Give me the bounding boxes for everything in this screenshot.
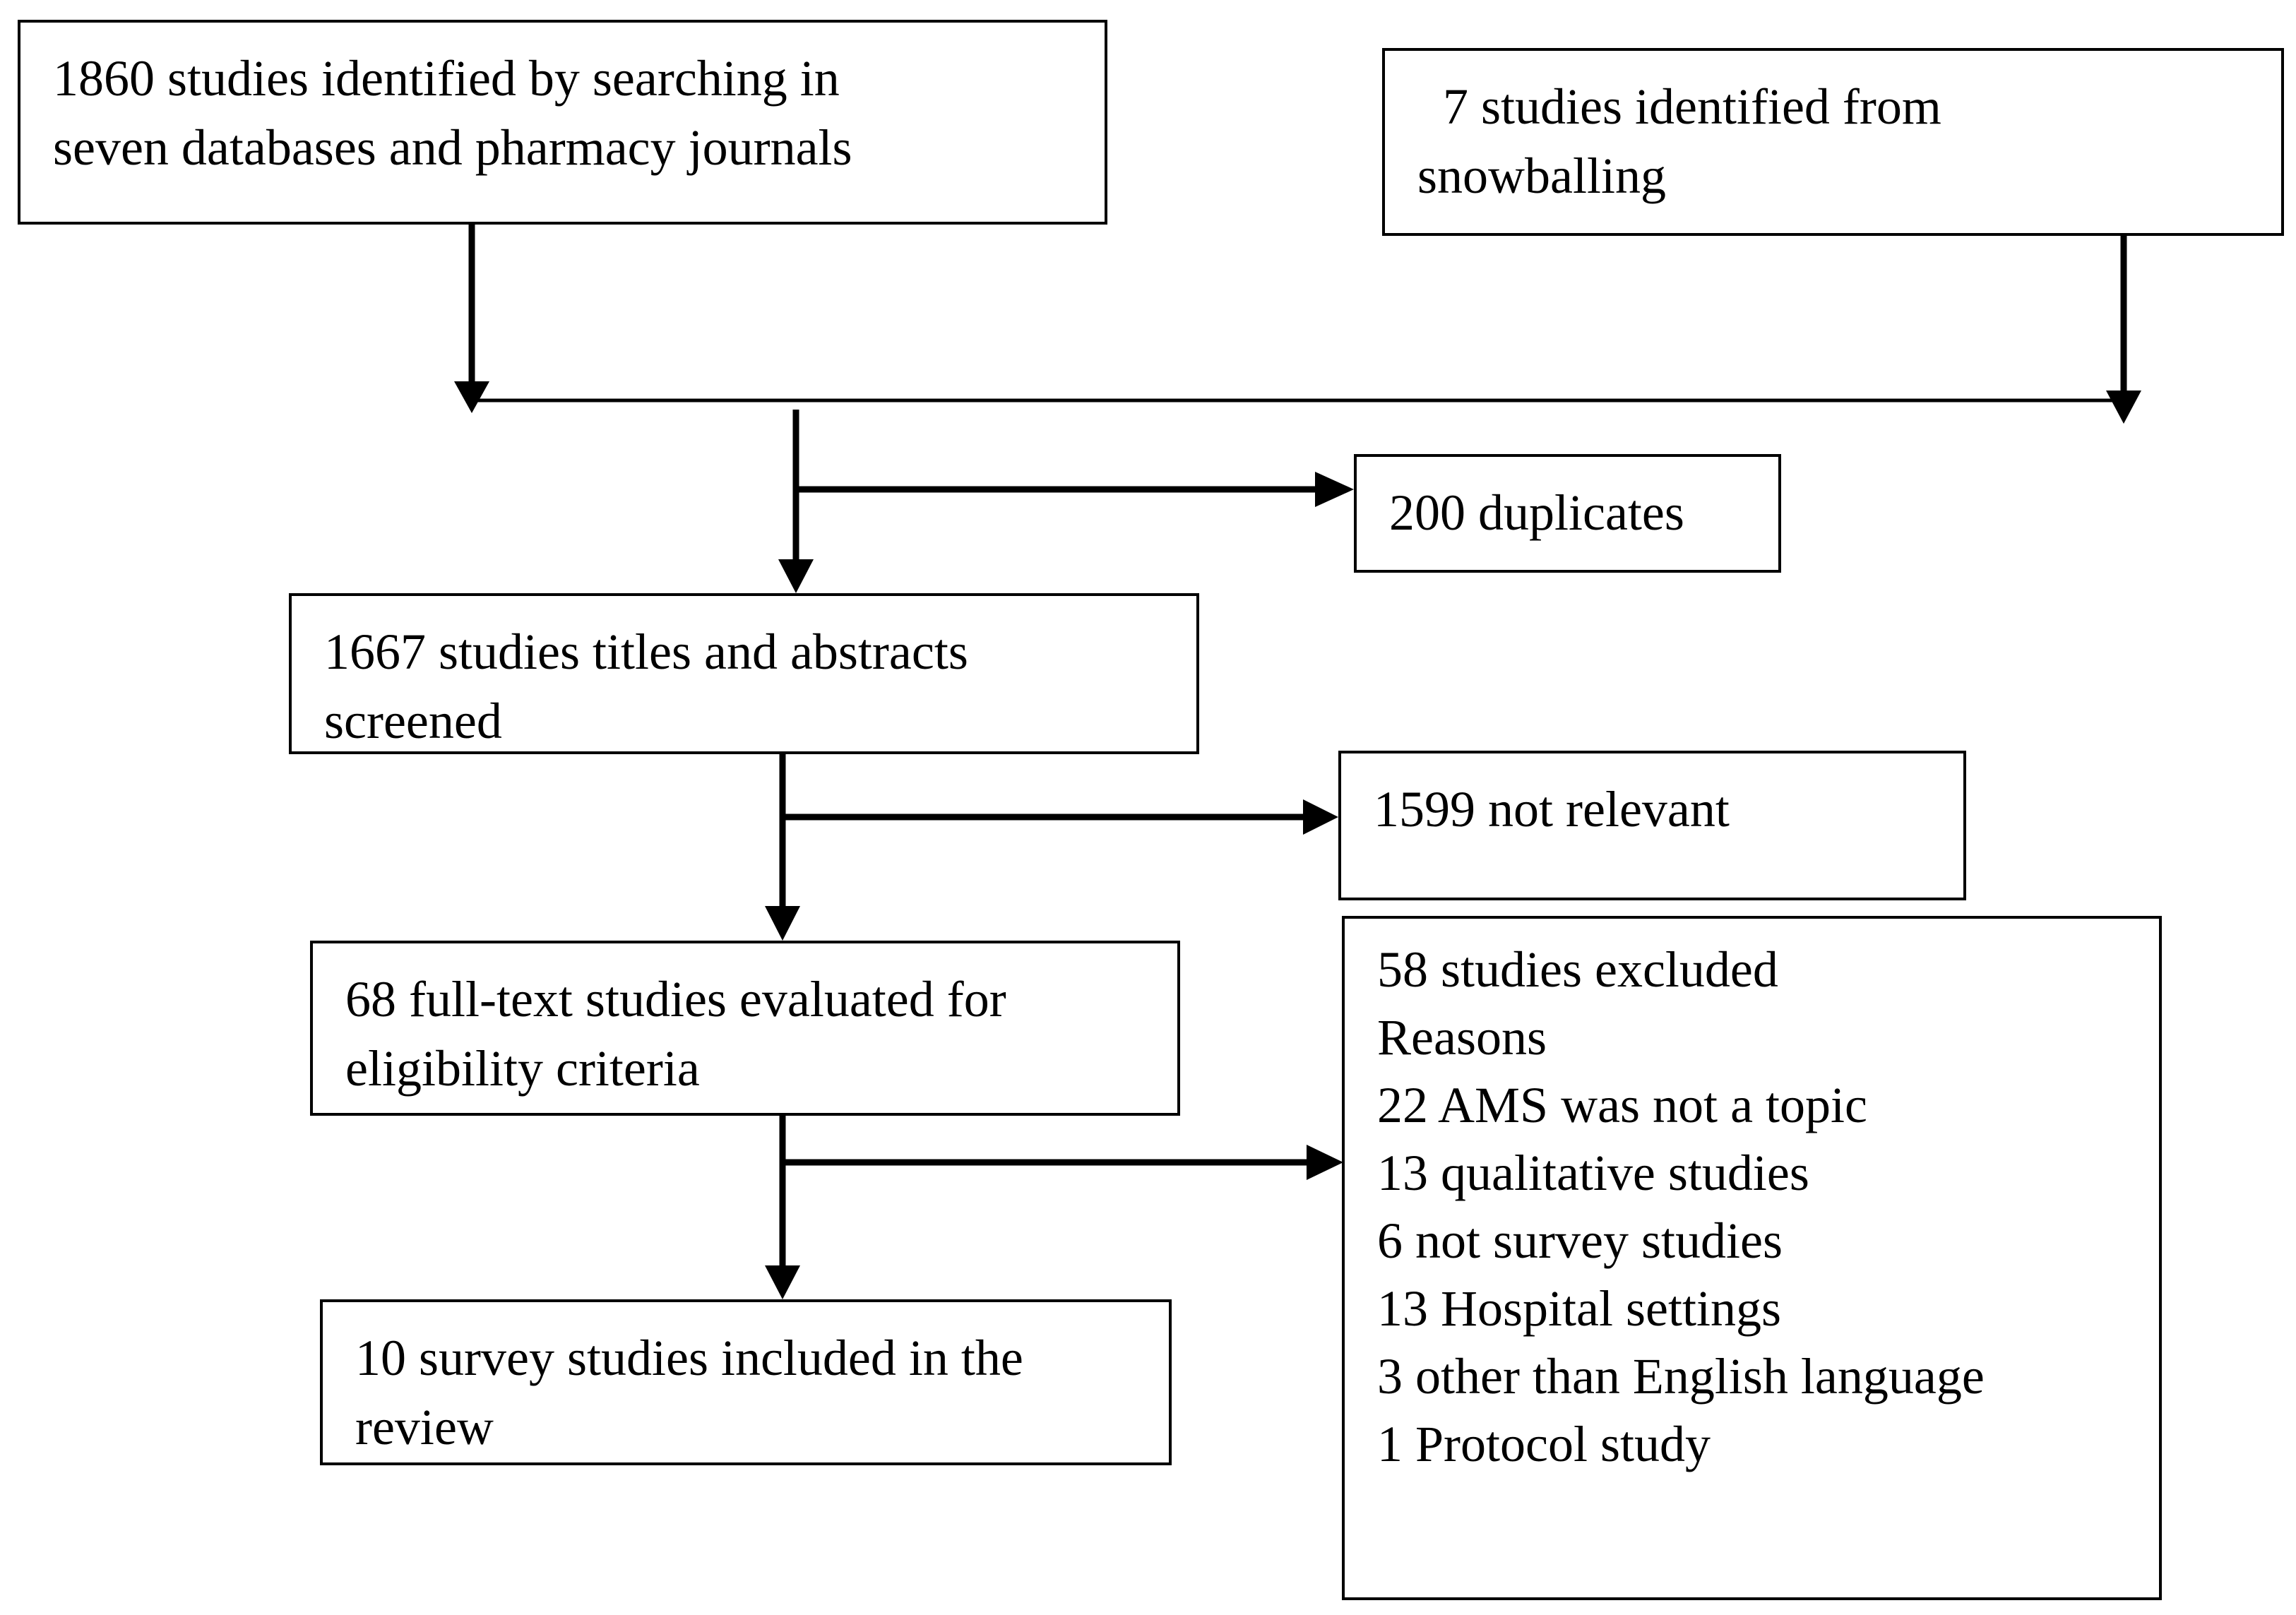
arrowhead-to-included <box>765 1265 800 1299</box>
box-text-line: 68 full-text studies evaluated for <box>345 971 1006 1027</box>
arrowhead-to-screened <box>778 559 814 593</box>
box-text-line: review <box>355 1399 494 1455</box>
box-text-line: 1667 studies titles and abstracts <box>324 624 968 680</box>
box-text-line: 200 duplicates <box>1389 484 1684 541</box>
box-text-line: Reasons <box>1377 1009 1547 1066</box>
box-text-line: snowballing <box>1417 148 1666 204</box>
arrowhead-to-duplicates <box>1315 472 1354 507</box>
arrowhead-to-fulltext <box>765 906 800 941</box>
box-text-line: 1599 not relevant <box>1374 781 1730 838</box>
duplicates-box: 200 duplicates <box>1354 454 1781 573</box>
excluded-box: 58 studies excluded Reasons 22 AMS was n… <box>1342 916 2162 1600</box>
box-text-line: 13 Hospital settings <box>1377 1280 1781 1337</box>
identified-databases-box: 1860 studies identified by searching in … <box>18 20 1107 225</box>
box-text-line: 10 survey studies included in the <box>355 1330 1023 1386</box>
arrowhead-to-excluded <box>1307 1145 1343 1180</box>
box-text-line: seven databases and pharmacy journals <box>53 119 852 176</box>
identified-snowballing-box: 7 studies identified from snowballing <box>1382 48 2284 236</box>
box-text-line: 1860 studies identified by searching in <box>53 50 840 107</box>
arrowhead-to-not-relevant <box>1303 799 1338 835</box>
arrowhead-db-down <box>454 381 489 413</box>
box-text-line: eligibility criteria <box>345 1040 700 1097</box>
box-text-line: screened <box>324 693 502 749</box>
box-text-line: 58 studies excluded <box>1377 941 1778 998</box>
box-text-line: 3 other than English language <box>1377 1348 1985 1405</box>
not-relevant-box: 1599 not relevant <box>1338 751 1966 900</box>
box-text-line: 6 not survey studies <box>1377 1212 1783 1269</box>
box-text-line: 13 qualitative studies <box>1377 1145 1809 1201</box>
fulltext-box: 68 full-text studies evaluated for eligi… <box>310 941 1180 1116</box>
box-text-line: 1 Protocol study <box>1377 1416 1711 1472</box>
included-box: 10 survey studies included in the review <box>320 1299 1172 1465</box>
box-text-line: 7 studies identified from <box>1417 78 1941 135</box>
box-text-line: 22 AMS was not a topic <box>1377 1077 1867 1133</box>
arrowhead-snowball-down <box>2106 391 2141 424</box>
screened-box: 1667 studies titles and abstracts screen… <box>289 593 1199 754</box>
